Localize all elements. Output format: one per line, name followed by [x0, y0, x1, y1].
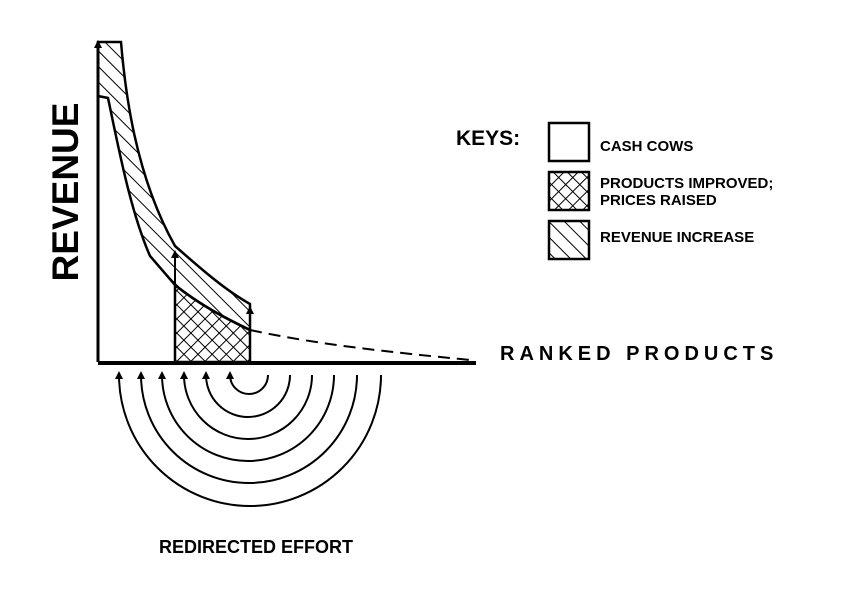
legend-swatch-blank	[547, 121, 591, 163]
effort-arc	[180, 371, 313, 440]
redirected-effort-label: REDIRECTED EFFORT	[159, 537, 353, 557]
legend-label-prices-raised: PRICES RAISED	[600, 192, 717, 209]
legend-swatch-diagonal	[547, 219, 591, 261]
x-axis-label: RANKED PRODUCTS	[500, 343, 778, 365]
legend-swatch-crosshatch	[547, 170, 591, 212]
effort-arc	[115, 371, 382, 507]
effort-arc	[202, 371, 291, 418]
legend-label-revenue-increase: REVENUE INCREASE	[600, 229, 754, 246]
redirected-effort-arrows	[115, 371, 382, 507]
effort-arc	[226, 371, 269, 395]
legend: KEYS: CASH COWS PRODUCTS IMPROVED; PRICE…	[456, 121, 773, 261]
original-revenue-curve	[249, 329, 471, 361]
legend-label-cash-cows: CASH COWS	[600, 138, 693, 155]
y-axis-label: REVENUE	[45, 103, 86, 282]
effort-arc	[158, 371, 335, 462]
legend-title: KEYS:	[456, 127, 520, 150]
effort-arc	[137, 371, 358, 484]
legend-label-products-improved: PRODUCTS IMPROVED;	[600, 175, 773, 192]
